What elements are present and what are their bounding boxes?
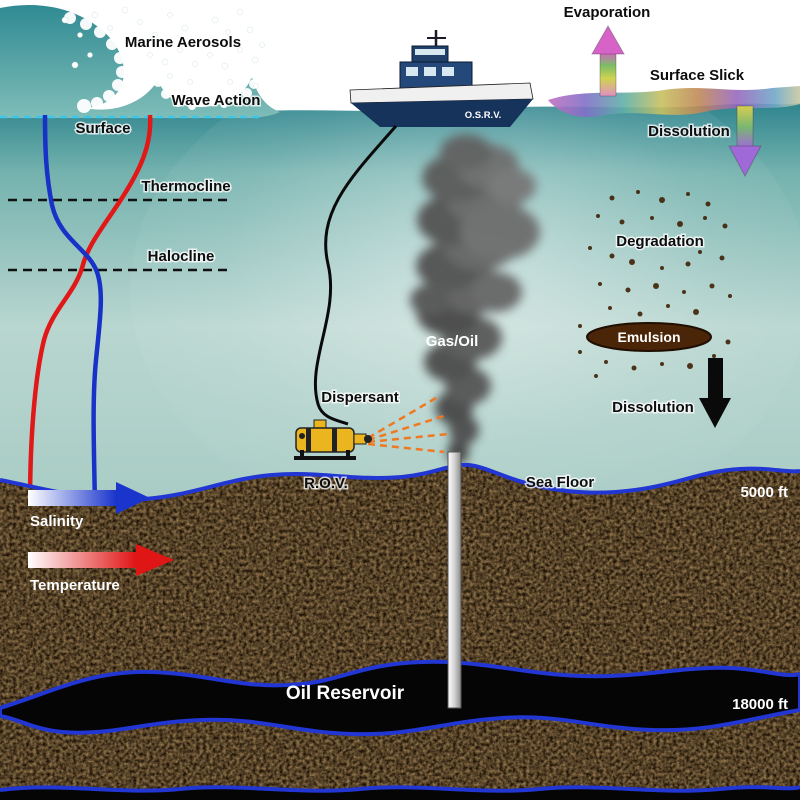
rov-vehicle [294, 419, 372, 460]
dissolution-surface-label: Dissolution [648, 123, 730, 140]
dissolution-surface-arrow [728, 105, 762, 178]
rov-strut [346, 450, 350, 458]
dissolution-deep-label: Dissolution [612, 399, 694, 416]
reservoir-depth-label: 18000 ft [732, 696, 788, 713]
dispersant-spray [367, 396, 449, 454]
rov-strut [300, 450, 304, 458]
halocline-label: Halocline [148, 248, 215, 265]
degradation-label: Degradation [616, 233, 704, 250]
temperature-label: Temperature [30, 577, 120, 594]
labels: Marine Aerosols Wave Action Surface Ther… [30, 3, 788, 714]
bottom-layer [0, 785, 800, 800]
oil-reservoir-label: Oil Reservoir [286, 683, 405, 704]
upper-cabin-windows [415, 49, 445, 55]
evaporation-arrow [591, 24, 625, 97]
oil-reservoir [0, 659, 800, 737]
evaporation-label: Evaporation [564, 4, 651, 21]
rov-body [295, 427, 355, 453]
emulsion-blob: Emulsion [586, 322, 712, 352]
thermocline-label: Thermocline [141, 178, 230, 195]
breaking-wave [0, 4, 280, 119]
well-pipe [447, 451, 462, 709]
seafloor [0, 462, 800, 800]
marine-aerosols-label: Marine Aerosols [125, 34, 241, 51]
salinity-arrow [28, 482, 150, 514]
gas-oil-label: Gas/Oil [426, 333, 479, 350]
surface-slick-label: Surface Slick [650, 67, 745, 84]
response-vessel: O.S.R.V. [349, 30, 534, 127]
rov-label: R.O.V. [304, 475, 348, 492]
temperature-arrow [28, 544, 174, 576]
salinity-profile-curve [42, 114, 104, 506]
salinity-label: Salinity [30, 513, 84, 530]
rov-tether-cable [313, 125, 398, 426]
rov-light [299, 433, 305, 439]
vessel-name-label: O.S.R.V. [465, 110, 502, 121]
seafloor-depth-label: 5000 ft [740, 484, 788, 501]
rov-propeller [364, 435, 372, 443]
degradation-particles [578, 190, 732, 378]
marine-aerosol-particles [61, 6, 265, 89]
dissolution-deep-arrow [699, 358, 731, 428]
surface-label: Surface [75, 120, 130, 137]
sea-floor-label: Sea Floor [526, 474, 595, 491]
rov-skid [294, 456, 356, 460]
cabin-window [424, 67, 436, 76]
cabin-window [442, 67, 454, 76]
dispersant-label: Dispersant [321, 389, 399, 406]
gas-oil-plume [410, 134, 540, 464]
temperature-profile-curve [27, 114, 153, 506]
hull-lower [351, 99, 533, 127]
rov-stripe [306, 428, 311, 452]
rov-stripe [332, 428, 337, 452]
cabin-window [406, 67, 418, 76]
wave-action-label: Wave Action [172, 92, 261, 109]
emulsion-label: Emulsion [617, 329, 680, 345]
